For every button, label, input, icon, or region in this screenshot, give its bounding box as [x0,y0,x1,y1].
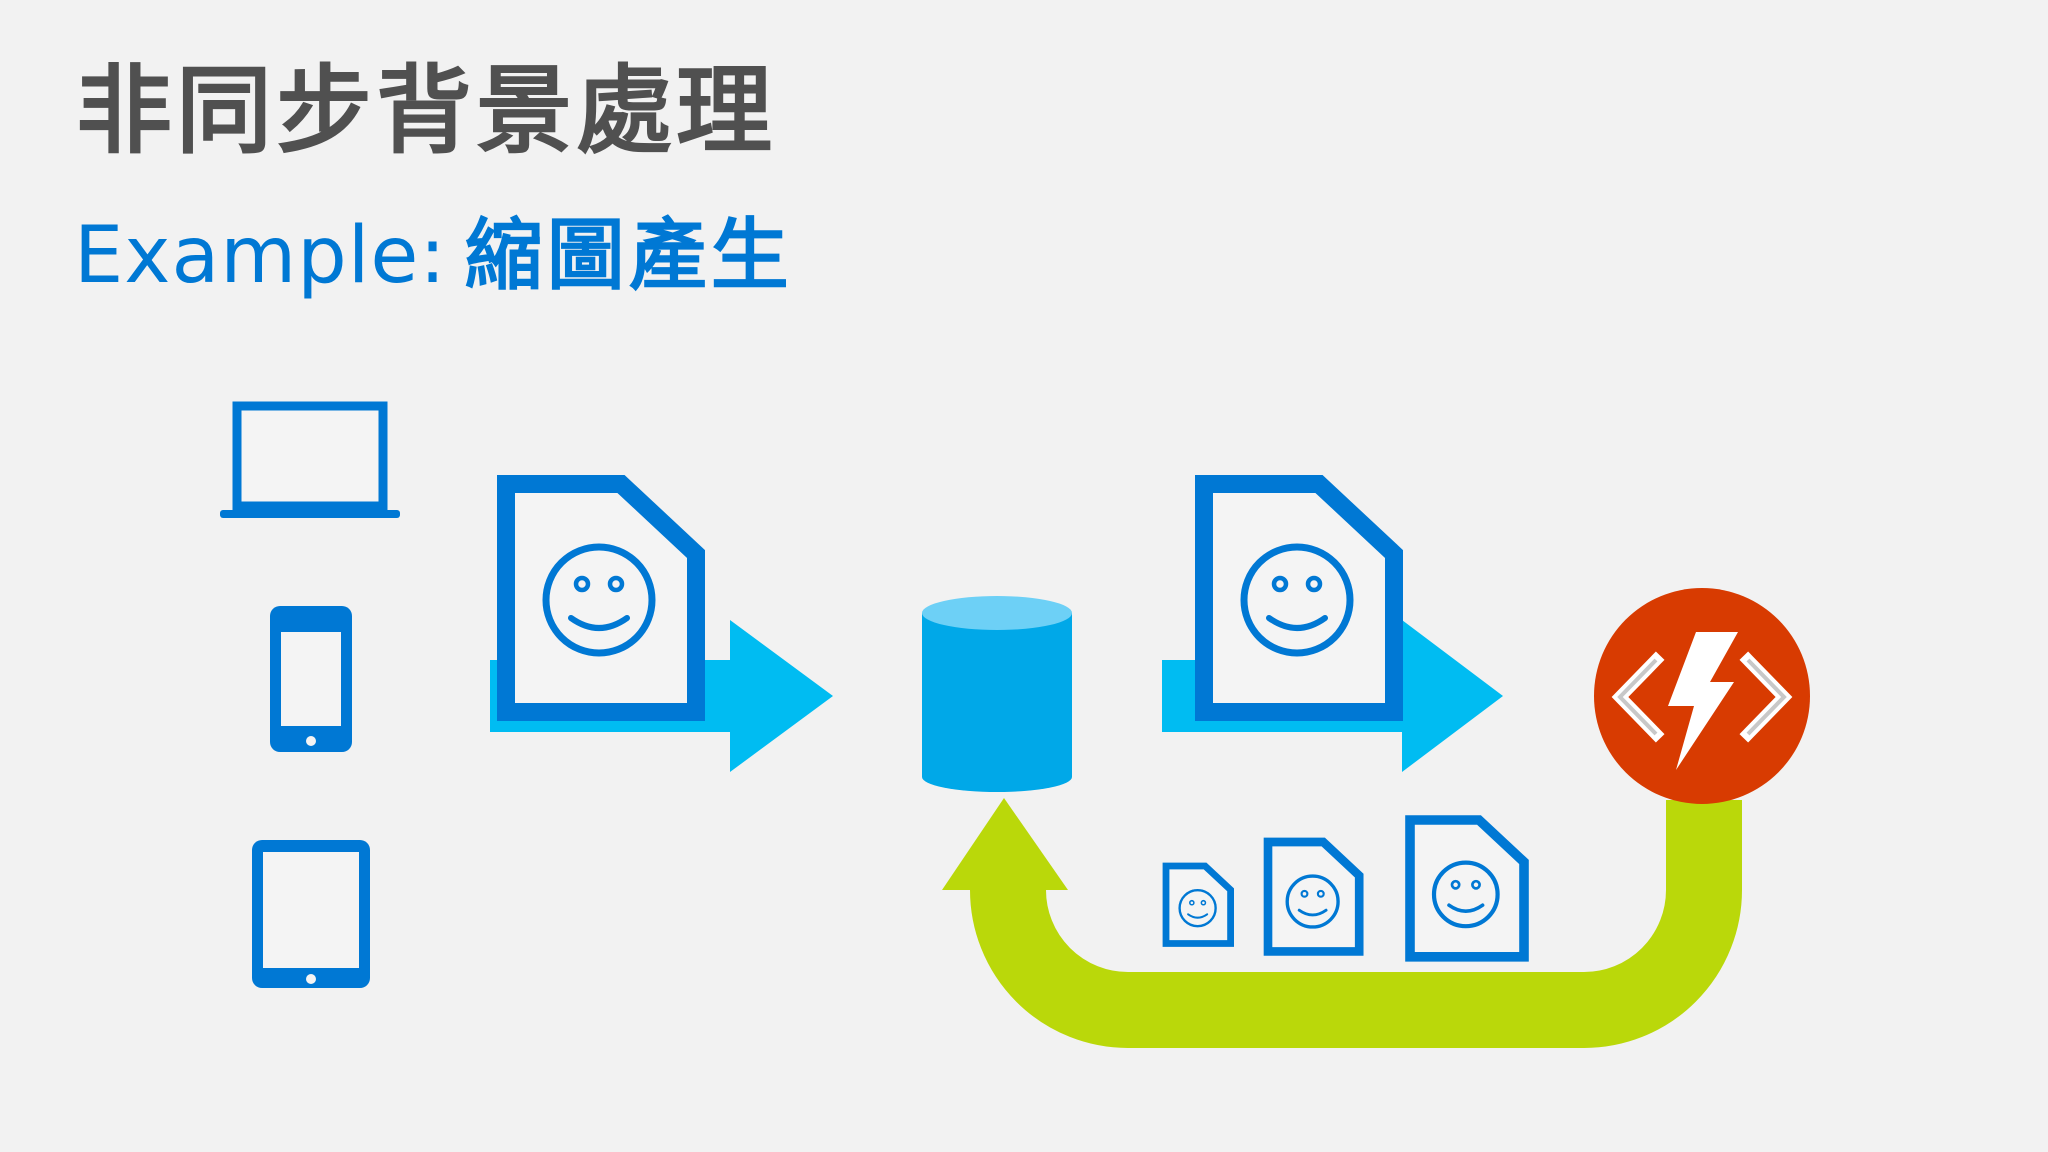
slide-title: 非同步背景處理 [76,55,776,167]
thumbnail-return-loop [942,798,1742,1048]
thumbnail-small-icon [1162,862,1235,947]
image-file-icon [1204,484,1394,712]
laptop-icon [220,401,400,518]
storage-cylinder-icon [922,596,1072,792]
tablet-icon [252,840,370,988]
thumbnail-large-icon [1405,815,1529,962]
image-file-icon [506,484,696,712]
azure-functions-icon [1594,588,1810,804]
phone-icon [270,606,352,752]
subtitle-prefix: Example: [74,211,447,301]
slide-subtitle: Example:縮圖產生 [74,208,793,304]
thumbnail-medium-icon [1263,837,1364,956]
subtitle-main: 縮圖產生 [464,211,793,301]
